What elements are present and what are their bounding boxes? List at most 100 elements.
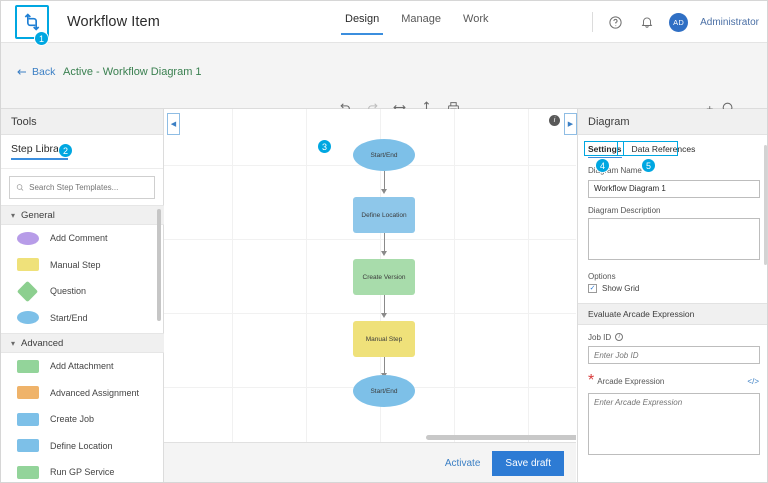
step-item-add-attachment[interactable]: Add Attachment <box>1 353 164 380</box>
step-label: Add Comment <box>50 233 108 244</box>
edge-2 <box>384 233 385 253</box>
tab-data-references[interactable]: Data References <box>631 144 696 154</box>
zoom-in-button[interactable]: + <box>706 103 713 115</box>
chevron-right-icon: ▶ <box>567 121 574 128</box>
step-item-add-comment[interactable]: Add Comment <box>1 225 164 252</box>
edge-3 <box>384 295 385 315</box>
shape-swatch-rect <box>17 258 39 272</box>
chevron-down-icon: ▾ <box>11 210 16 220</box>
main-nav-tabs: Design Manage Work <box>341 10 492 35</box>
search-icon <box>16 184 24 191</box>
code-brackets-icon[interactable]: </> <box>747 376 759 386</box>
node-manual-step[interactable]: Manual Step <box>353 321 415 357</box>
app-logo-button[interactable] <box>15 4 49 39</box>
page-title: Workflow Item <box>67 13 160 30</box>
arcade-expression-textarea[interactable] <box>588 393 760 455</box>
shape-swatch-rect <box>17 359 39 373</box>
group-header-general[interactable]: ▾ General <box>1 205 164 225</box>
step-library-scrollbar[interactable] <box>157 209 161 321</box>
arrow-left-icon <box>17 69 26 75</box>
job-id-label-row: Job ID i <box>578 333 767 342</box>
canvas-horizontal-scrollbar[interactable] <box>426 435 576 440</box>
help-circle-icon[interactable] <box>605 12 625 32</box>
search-input[interactable] <box>29 183 148 192</box>
show-grid-checkbox[interactable]: ✓ <box>588 283 597 293</box>
tab-design[interactable]: Design <box>341 10 384 35</box>
options-label: Options <box>588 271 616 281</box>
activate-button[interactable]: Activate <box>444 458 481 469</box>
node-start-end-bottom[interactable]: Start/End <box>353 375 415 407</box>
tools-panel: Tools Step Library ▾ General Add Comment… <box>1 109 164 482</box>
edge-arrow-2 <box>381 251 387 256</box>
diagram-canvas[interactable]: Start/End Define Location Create Version… <box>164 109 576 442</box>
shape-swatch-ellipse <box>17 231 39 245</box>
node-label: Start/End <box>370 151 398 159</box>
sub-header: Back Active - Workflow Diagram 1 Tools + <box>1 43 767 133</box>
step-label: Manual Step <box>50 259 101 270</box>
zoom-out-button[interactable]: – <box>744 103 751 115</box>
diagram-description-textarea[interactable] <box>588 217 760 260</box>
step-library-list[interactable]: ▾ General Add Comment Manual Step Questi… <box>1 205 164 482</box>
tab-work[interactable]: Work <box>463 13 489 25</box>
diagram-panel-title: Diagram <box>578 109 767 135</box>
shape-swatch-rect <box>17 412 39 426</box>
collapse-right-panel-handle[interactable]: ▶ <box>564 113 577 135</box>
step-label: Add Attachment <box>50 361 114 372</box>
user-name[interactable]: Administrator <box>700 16 759 28</box>
node-label: Manual Step <box>365 335 403 343</box>
diagram-name-input[interactable] <box>588 179 760 198</box>
avatar[interactable]: AD <box>669 12 689 32</box>
checkmark-icon: ✓ <box>589 284 596 292</box>
step-item-advanced-assignment[interactable]: Advanced Assignment <box>1 380 164 407</box>
save-draft-button[interactable]: Save draft <box>492 451 564 476</box>
node-label: Start/End <box>370 387 398 395</box>
tab-step-library[interactable]: Step Library <box>11 143 68 160</box>
diagram-name-label: Diagram Name <box>588 166 642 175</box>
step-item-start-end[interactable]: Start/End <box>1 305 164 332</box>
node-create-version[interactable]: Create Version <box>353 259 415 295</box>
diagram-panel-scrollbar[interactable] <box>764 145 767 265</box>
step-item-run-gp-service[interactable]: Run GP Service <box>1 459 164 482</box>
canvas-footer: Activate Save draft <box>164 442 576 482</box>
node-label: Define Location <box>361 211 407 219</box>
job-id-input[interactable] <box>588 346 760 364</box>
shape-swatch-rect <box>17 386 39 400</box>
tab-settings[interactable]: Settings <box>588 144 622 158</box>
step-label: Advanced Assignment <box>50 387 140 398</box>
tab-manage[interactable]: Manage <box>401 13 442 25</box>
edge-arrow-3 <box>381 313 387 318</box>
diagram-panel-tabs: Settings Data References <box>578 135 767 158</box>
top-header: Workflow Item Design Manage Work <box>1 1 767 43</box>
show-grid-row[interactable]: ✓ Show Grid <box>588 283 767 293</box>
align-horizontal-icon[interactable] <box>393 101 406 114</box>
chevron-left-icon: ◀ <box>170 121 177 128</box>
show-grid-label: Show Grid <box>602 283 640 293</box>
required-asterisk: * <box>588 372 595 389</box>
tools-panel-title: Tools <box>1 109 163 135</box>
workflow-logo-icon <box>24 12 40 31</box>
info-circle-icon[interactable]: i <box>615 333 624 341</box>
callout-badge-4: 4 <box>595 158 610 173</box>
search-step-templates-box[interactable] <box>9 176 155 199</box>
shape-swatch-rect <box>17 465 39 479</box>
step-label: Run GP Service <box>50 467 115 478</box>
arcade-section-title: Evaluate Arcade Expression <box>578 302 767 325</box>
diagram-status-label: Active - Workflow Diagram 1 <box>63 66 202 78</box>
collapse-left-panel-handle[interactable]: ◀ <box>167 113 180 135</box>
step-item-question[interactable]: Question <box>1 278 164 305</box>
callout-badge-1: 1 <box>34 31 49 46</box>
header-divider <box>592 12 594 32</box>
callout-badge-3: 3 <box>317 139 332 154</box>
edge-1 <box>384 171 385 191</box>
notification-bell-icon[interactable] <box>637 12 657 32</box>
back-button[interactable]: Back <box>17 66 55 78</box>
node-define-location[interactable]: Define Location <box>353 197 415 233</box>
step-library-tabbar: Step Library <box>1 135 163 169</box>
step-item-manual-step[interactable]: Manual Step <box>1 252 164 279</box>
group-header-advanced[interactable]: ▾ Advanced <box>1 333 164 353</box>
info-circle-icon[interactable]: i <box>549 115 560 126</box>
group-label-advanced: Advanced <box>21 337 64 349</box>
node-start-end-top[interactable]: Start/End <box>353 139 415 171</box>
step-item-create-job[interactable]: Create Job <box>1 406 164 433</box>
step-item-define-location[interactable]: Define Location <box>1 433 164 460</box>
